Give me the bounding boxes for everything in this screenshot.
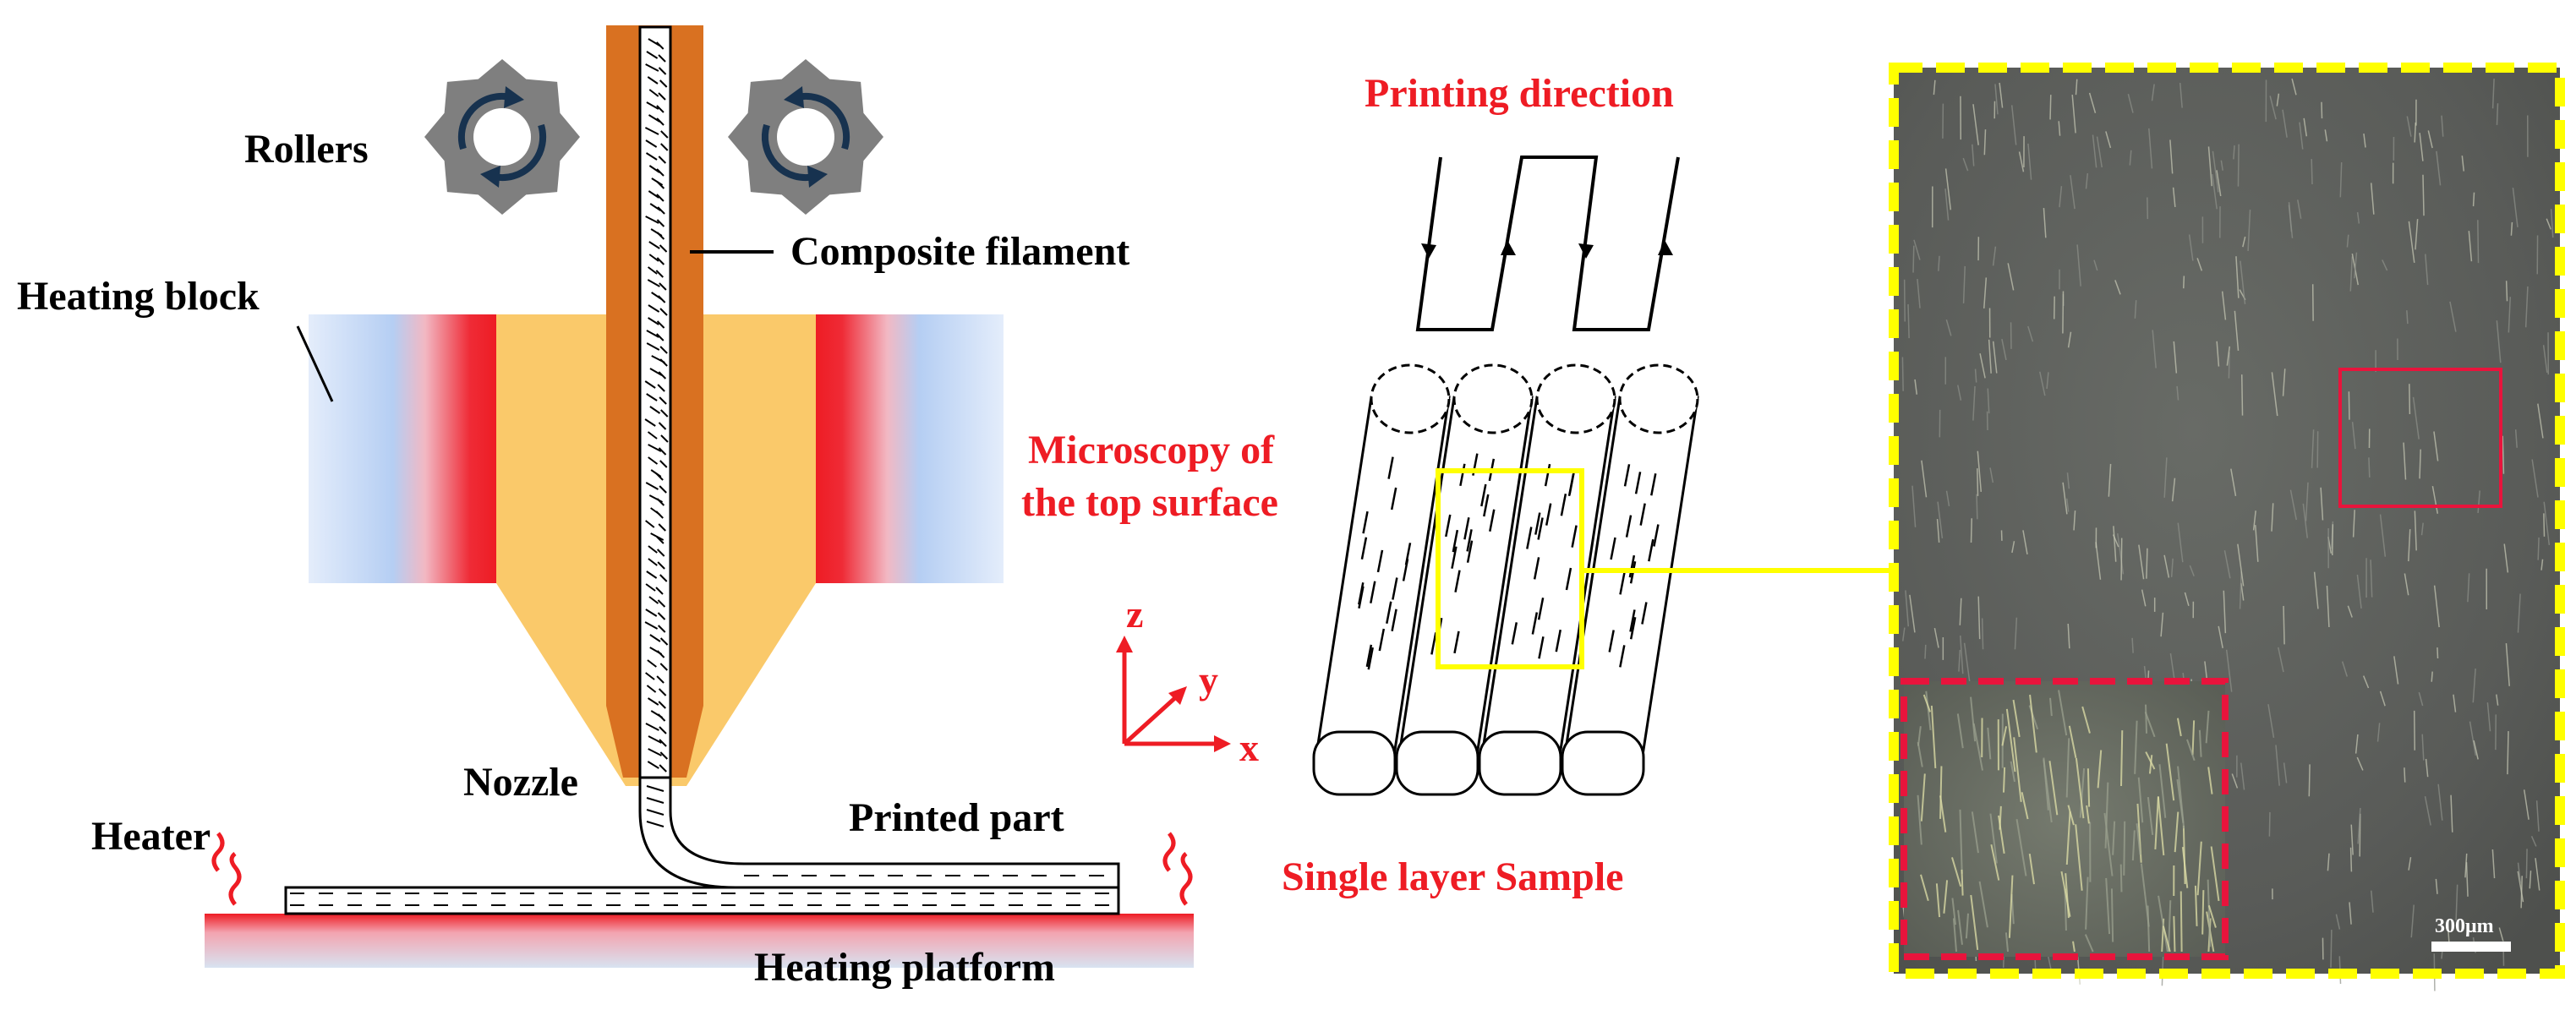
- microscopy-label-line1: Microscopy of: [1028, 428, 1275, 472]
- single-layer-sample: [1312, 363, 1699, 796]
- heating-platform-label: Heating platform: [754, 945, 1055, 990]
- axis-x-label: x: [1239, 726, 1259, 769]
- rollers-label: Rollers: [244, 127, 369, 172]
- printed-part: [284, 776, 1120, 915]
- raster-path: [1415, 156, 1680, 331]
- bead-fibers: [646, 785, 1104, 876]
- heating-block-leader-line: [296, 325, 334, 402]
- inset-texture: [1917, 690, 2220, 953]
- heating-block-right: [816, 314, 1004, 583]
- microscopy-label-line2: the top surface: [1021, 480, 1278, 525]
- composite-filament: [606, 25, 703, 779]
- nozzle-label: Nozzle: [463, 760, 578, 805]
- heating-block: [309, 314, 1004, 583]
- heating-block-left: [309, 314, 496, 583]
- zoom-region-box: [2338, 368, 2502, 508]
- heater-wave-icon: [211, 832, 1193, 906]
- single-layer-sample-label: Single layer Sample: [1282, 854, 1623, 899]
- raster-path-arrows: [1421, 240, 1673, 259]
- printed-part-label: Printed part: [849, 795, 1064, 840]
- scale-bar: [2431, 942, 2511, 952]
- heater-label: Heater: [91, 814, 211, 859]
- heating-block-label: Heating block: [17, 274, 260, 319]
- inset-border: [1901, 678, 2229, 960]
- microscopy-image: 300μm: [1889, 63, 2565, 991]
- axis-y-label: y: [1199, 658, 1218, 702]
- heating-platform: [205, 914, 1194, 968]
- roller-right: [728, 59, 883, 215]
- axis-z-label: z: [1126, 592, 1143, 636]
- filament-fibers: [644, 38, 669, 773]
- printing-direction-label: Printing direction: [1365, 71, 1674, 116]
- axes-icon: [1116, 636, 1231, 752]
- scale-bar-label: 300μm: [2435, 915, 2494, 937]
- composite-filament-label: Composite filament: [790, 229, 1129, 274]
- roller-left: [424, 59, 580, 215]
- microscopy-frame: [1889, 63, 2565, 979]
